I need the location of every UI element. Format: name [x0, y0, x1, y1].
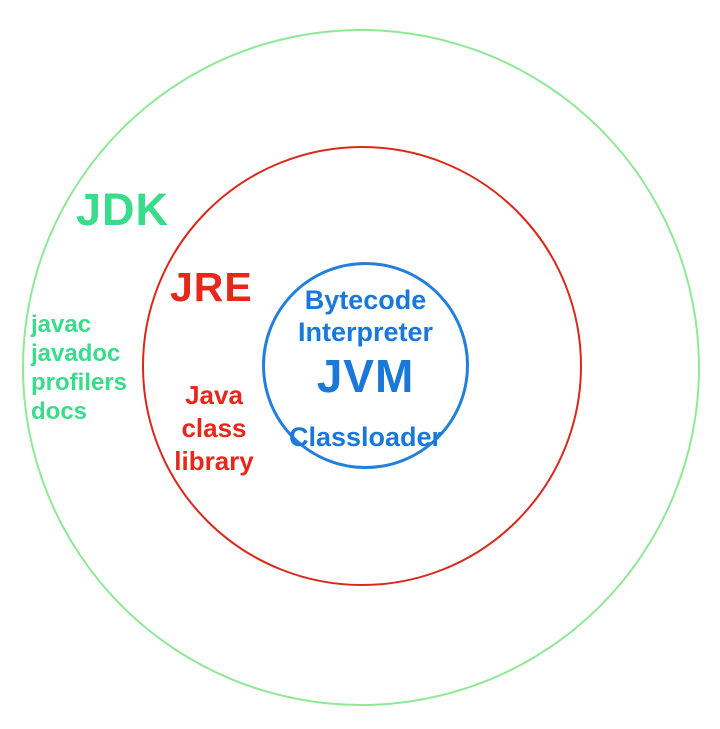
jvm-text-column: Bytecode Interpreter JVM Classloader	[262, 284, 469, 453]
jdk-tool-javac: javac	[31, 311, 92, 338]
jdk-label: JDK	[76, 184, 170, 235]
jre-circle	[142, 146, 582, 586]
jvm-bytecode-line: Bytecode	[304, 285, 427, 315]
jdk-tool-javadoc: javadoc	[31, 340, 121, 367]
jre-library-line: Java	[185, 380, 243, 410]
jdk-tools-list: javac javadoc profilers docs	[31, 310, 127, 426]
jvm-classloader-label: Classloader	[288, 422, 443, 452]
jdk-tool-docs: docs	[31, 398, 88, 425]
jre-library-line: library	[174, 446, 254, 476]
jre-class-library-label: Java class library	[154, 379, 274, 478]
jvm-label: JVM	[316, 350, 415, 402]
jvm-circle	[262, 262, 469, 469]
jdk-tool-profilers: profilers	[31, 369, 128, 396]
jre-library-line: class	[181, 413, 247, 443]
jvm-bytecode-interpreter-label: Bytecode Interpreter	[262, 284, 469, 348]
jdk-circle	[22, 29, 700, 706]
jvm-interpreter-line: Interpreter	[297, 317, 434, 347]
jre-label: JRE	[170, 264, 253, 310]
